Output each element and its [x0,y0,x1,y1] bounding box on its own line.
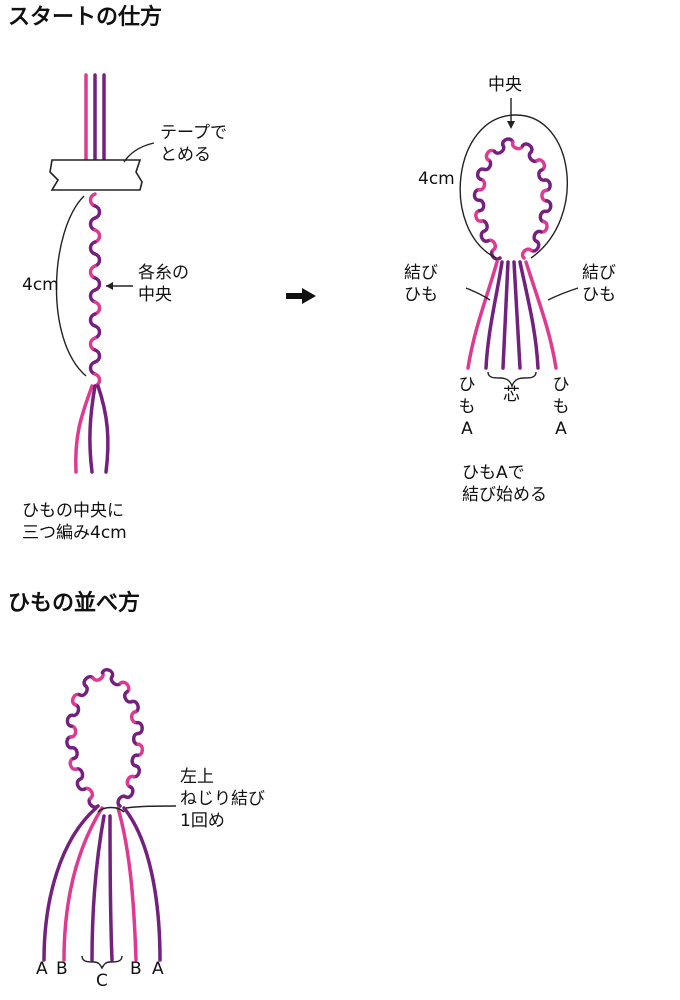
strand-label-c: C [96,971,108,991]
braid-bump [88,192,97,208]
braid-bump [481,157,493,172]
arrangement-illustration [42,668,162,962]
braid-bump [93,228,102,244]
length-bracket-left [55,195,87,377]
braid-bump [88,336,97,352]
strand-b-left [62,806,104,962]
strand-label-left: ひ も A [458,375,476,439]
braid-bump [88,288,97,304]
strand-bottom-pink [73,384,94,474]
c-brace [81,955,123,970]
core-strand-4 [518,260,540,370]
strand-c1 [90,814,106,962]
braided-loop [472,137,553,261]
braid-bump [88,360,97,376]
braid-bump [93,372,102,388]
knot-cord-label-left: 結び ひも [404,263,438,305]
caption-right: ひもAで 結び始める [462,463,547,505]
knot-leader-left [465,287,491,301]
braid-segment [88,192,102,388]
braid-bump [93,300,102,316]
strand-label-a-left: A [36,959,48,979]
length-bracket-right [459,114,569,259]
braid-bump [88,240,97,256]
braid-bump [93,252,102,268]
braid-bump [93,204,102,220]
core-strand-3 [512,260,522,370]
middle-arrow-head [106,282,113,290]
braid-bump [65,713,75,728]
knot-cord-left [466,260,499,370]
braid-bump [93,276,102,292]
tape-label: テープで とめる [160,123,227,165]
strand-bottom-purple [88,384,97,474]
strand-label-b-left: B [56,959,68,979]
braid-start-illustration [73,73,110,474]
middle-label: 各糸の 中央 [138,263,189,305]
braid-bump [538,209,548,224]
braid-bump [131,731,140,747]
braid-bump [75,777,87,792]
tape [49,159,143,191]
braid-bump [93,324,102,340]
right-arrow-icon [286,288,316,304]
strand-label-b-right: B [130,959,142,979]
length-label-right: 4cm [418,169,455,189]
strand-b-right [116,806,138,962]
core-strand-1 [484,260,504,370]
strand-label-a-right: A [152,959,164,979]
knot-cord-right [524,260,558,370]
twist-label: 左上 ねじり結び 1回め [180,767,265,831]
tape-leader-line [123,142,155,163]
length-label-left: 4cm [22,275,59,295]
twist-leader-line [125,805,177,809]
core-brace [487,371,537,389]
section-title-arrange: ひもの並べ方 [8,591,141,616]
strand-c2 [108,814,114,962]
braid-bump [135,742,145,757]
braid-bump [93,348,102,364]
strand-bottom-purple-2 [96,384,110,474]
braid-bump [520,247,533,260]
core-strand-2 [501,260,510,370]
braid-bump [88,312,97,328]
loop-start-illustration [466,137,558,370]
braid-bump [88,264,97,280]
knot-leader-right [547,287,579,301]
center-arrow-head [507,121,515,129]
braid-bump [116,794,128,808]
center-label: 中央 [488,75,522,95]
knot-mark [97,806,125,813]
knot-cord-label-right: 結び ひも [582,263,616,305]
strand-label-right: ひ も A [552,375,570,439]
caption-left: ひもの中央に 三つ編み4cm [22,501,127,543]
strand-a-right [122,806,162,962]
braid-bump [88,216,97,232]
strand-a-left [42,806,98,962]
core-label: 芯 [503,385,520,405]
braided-loop-bottom [65,668,145,809]
section-title-start: スタートの仕方 [8,5,163,30]
braid-bump [130,753,140,768]
